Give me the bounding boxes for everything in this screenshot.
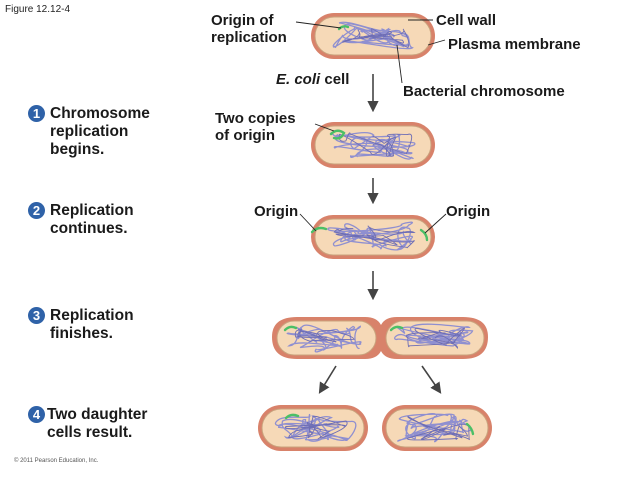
cell-stage-3-dividing <box>272 317 488 359</box>
leader-origin-right <box>424 213 447 234</box>
cell-stage-0-origin-1 <box>337 25 350 31</box>
cell-stage-1-origin-1 <box>329 129 346 140</box>
leader-origin-of-replication <box>295 21 342 29</box>
leader-bacterial-chromosome <box>396 44 403 84</box>
step-3-line-1: Replication <box>50 307 134 324</box>
cell-stage-1 <box>311 122 435 168</box>
step-3-line-2: finishes. <box>50 325 113 342</box>
step-1-text: Chromosome replication begins. <box>50 105 150 159</box>
step-4-line-1: Two daughter <box>47 406 148 423</box>
daughter-cell-left-chromosome <box>274 413 357 442</box>
daughter-cell-right-origin-1 <box>465 422 475 436</box>
cell-stage-3-right-chromosome-inner <box>406 327 465 349</box>
origin-of-replication-line-2: replication <box>211 29 287 46</box>
step-3-badge: 3 <box>28 307 45 324</box>
cell-stage-0-chromosome-inner <box>342 28 410 49</box>
step-2-line-1: Replication <box>50 202 134 219</box>
cell-stage-1-chromosome-inner <box>338 132 413 157</box>
two-copies-line-1: Two copies <box>215 110 296 127</box>
cell-stage-2-origin-2 <box>419 228 429 242</box>
step-2-text: Replication continues. <box>50 202 134 238</box>
cell-stage-2-origin-1 <box>310 226 328 234</box>
step-4-badge: 4 <box>28 406 45 423</box>
step-2-badge: 2 <box>28 202 45 219</box>
leader-origin-left <box>299 213 317 232</box>
daughter-cell-left-origin-1 <box>284 413 300 420</box>
cell-stage-3-left-chromosome <box>286 324 362 353</box>
cell-stage-3-origin-2 <box>389 325 404 332</box>
daughter-cell-right <box>382 405 492 451</box>
step-1-badge: 1 <box>28 105 45 122</box>
daughter-cell-right-chromosome-inner <box>406 415 470 441</box>
daughter-cell-left <box>258 405 368 451</box>
step-1-line-3: begins. <box>50 141 105 158</box>
origin-left-label: Origin <box>254 203 299 220</box>
cell-wall-label: Cell wall <box>436 12 497 29</box>
step-2-line-2: continues. <box>50 220 128 237</box>
cell-stage-3-origin-1 <box>283 325 298 332</box>
step-1-line-1: Chromosome <box>50 105 150 122</box>
two-copies-of-origin-label: Two copies of origin <box>215 110 296 144</box>
step-4-line-2: cells result. <box>47 424 133 441</box>
step-4-text: Two daughter cells result. <box>47 406 147 442</box>
daughter-cell-left-chromosome-inner <box>285 415 348 440</box>
arrow-stage-3-to-left-daughter <box>318 365 337 394</box>
cell-stage-2-chromosome-inner <box>333 225 416 249</box>
cell-stage-2-chromosome <box>327 221 414 251</box>
cell-stage-2 <box>310 215 435 259</box>
ecoli-italic: E. coli <box>276 71 321 88</box>
two-copies-line-2: of origin <box>215 127 275 144</box>
origin-right-label: Origin <box>446 203 491 220</box>
bacterial-chromosome-label: Bacterial chromosome <box>403 83 565 100</box>
ecoli-cell-label: E. coli cell <box>276 71 349 88</box>
cell-stage-0 <box>311 13 435 59</box>
leader-two-copies-of-origin <box>314 123 335 132</box>
leader-plasma-membrane <box>427 39 446 46</box>
ecoli-cell-word: cell <box>320 71 350 88</box>
plasma-membrane-label: Plasma membrane <box>448 36 581 53</box>
cell-stage-0-chromosome <box>332 21 414 50</box>
cell-stage-3-left-chromosome-inner <box>294 329 355 343</box>
step-3-text: Replication finishes. <box>50 307 134 343</box>
figure-label: Figure 12.12-4 <box>5 4 71 15</box>
origin-of-replication-line-1: Origin of <box>211 12 274 29</box>
origin-of-replication-label: Origin of replication <box>211 12 287 46</box>
arrow-stage-3-to-right-daughter <box>421 365 442 394</box>
copyright-notice: © 2011 Pearson Education, Inc. <box>14 458 99 464</box>
step-1-line-2: replication <box>50 123 129 140</box>
